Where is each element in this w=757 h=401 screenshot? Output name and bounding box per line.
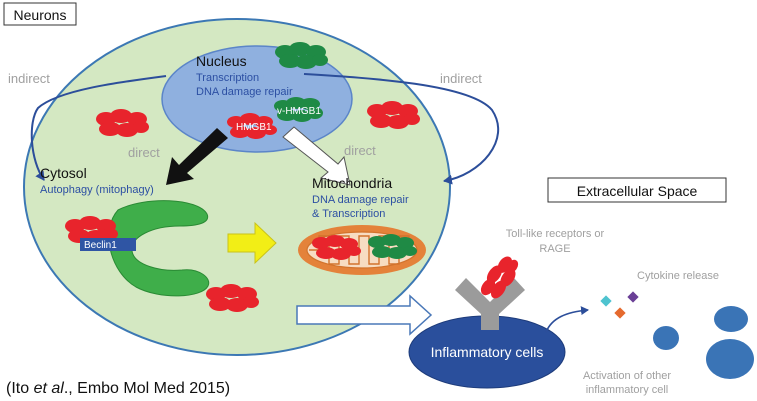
extracellular-box <box>547 177 727 203</box>
other-inflammatory-cell-2 <box>714 306 748 332</box>
direct-arrow-white <box>282 126 351 186</box>
citation-prefix: (Ito <box>6 380 34 397</box>
citation-suffix: ., Embo Mol Med 2015) <box>64 380 230 397</box>
cytokine-diamond-orange <box>614 307 626 319</box>
toll-like-receptor <box>455 278 525 330</box>
direct-label-left: direct <box>128 145 160 160</box>
hmgb1-cluster-cytosol-3 <box>206 284 259 312</box>
yellow-arrow <box>227 221 277 265</box>
beclin1-label: Beclin1 <box>84 240 117 251</box>
cytokine-diamond-cyan <box>600 295 612 307</box>
indirect-label-left: indirect <box>8 71 50 86</box>
vhmgb1-in-mitochondrion <box>368 234 417 259</box>
nucleus-function-1: Transcription <box>196 72 259 84</box>
hmgb1-label: HMGB1 <box>236 122 272 133</box>
nucleus-title: Nucleus <box>196 53 247 69</box>
other-inflammatory-cell-1 <box>653 326 679 350</box>
hmgb1-cluster-cytosol-2 <box>367 101 420 129</box>
other-inflammatory-cell-3 <box>706 339 754 379</box>
nucleus <box>161 45 353 153</box>
cytosol-function: Autophagy (mitophagy) <box>40 184 154 196</box>
inflammatory-cells-label: Inflammatory cells <box>431 344 544 360</box>
cytosol-title: Cytosol <box>40 165 87 181</box>
activation-label-2: inflammatory cell <box>586 384 669 396</box>
mitochondria-function-2: & Transcription <box>312 208 385 220</box>
neurons-box <box>3 2 77 26</box>
extracellular-title: Extracellular Space <box>577 183 698 199</box>
hmgb1-cluster <box>227 113 277 139</box>
hmgb1-cluster-cytosol-1 <box>96 109 149 137</box>
citation-et-al: et al <box>34 380 65 397</box>
activation-label-1: Activation of other <box>583 370 671 382</box>
hmgb1-in-mitochondrion <box>312 235 361 260</box>
nucleus-function-2: DNA damage repair <box>196 86 293 98</box>
receptor-label-1: Toll-like receptors or <box>506 228 605 240</box>
mitochondria-function-1: DNA damage repair <box>312 194 409 206</box>
receptor-label-2: RAGE <box>539 243 570 255</box>
cytokine-release-label: Cytokine release <box>637 270 719 282</box>
vhmgb1-cluster-nucleus <box>275 42 328 69</box>
hmgb1-on-receptor <box>480 256 519 299</box>
direct-label-right: direct <box>344 143 376 158</box>
neurons-title: Neurons <box>14 7 67 23</box>
autophagosome <box>108 200 210 297</box>
cytokine-diamond-purple <box>627 291 639 303</box>
indirect-arrow-right <box>303 73 500 185</box>
indirect-arrow-left <box>30 75 167 181</box>
indirect-label-right: indirect <box>440 71 482 86</box>
citation: (Ito et al., Embo Mol Med 2015) <box>6 380 230 397</box>
direct-arrow-black <box>166 128 228 185</box>
beclin1-bar <box>80 238 136 251</box>
cytokine-arrow <box>545 306 589 333</box>
v-hmgb1-label: v-HMGB1 <box>277 106 321 117</box>
mitochondria-title: Mitochondria <box>312 175 392 191</box>
release-arrow <box>296 294 433 336</box>
vhmgb1-cluster <box>274 97 323 122</box>
